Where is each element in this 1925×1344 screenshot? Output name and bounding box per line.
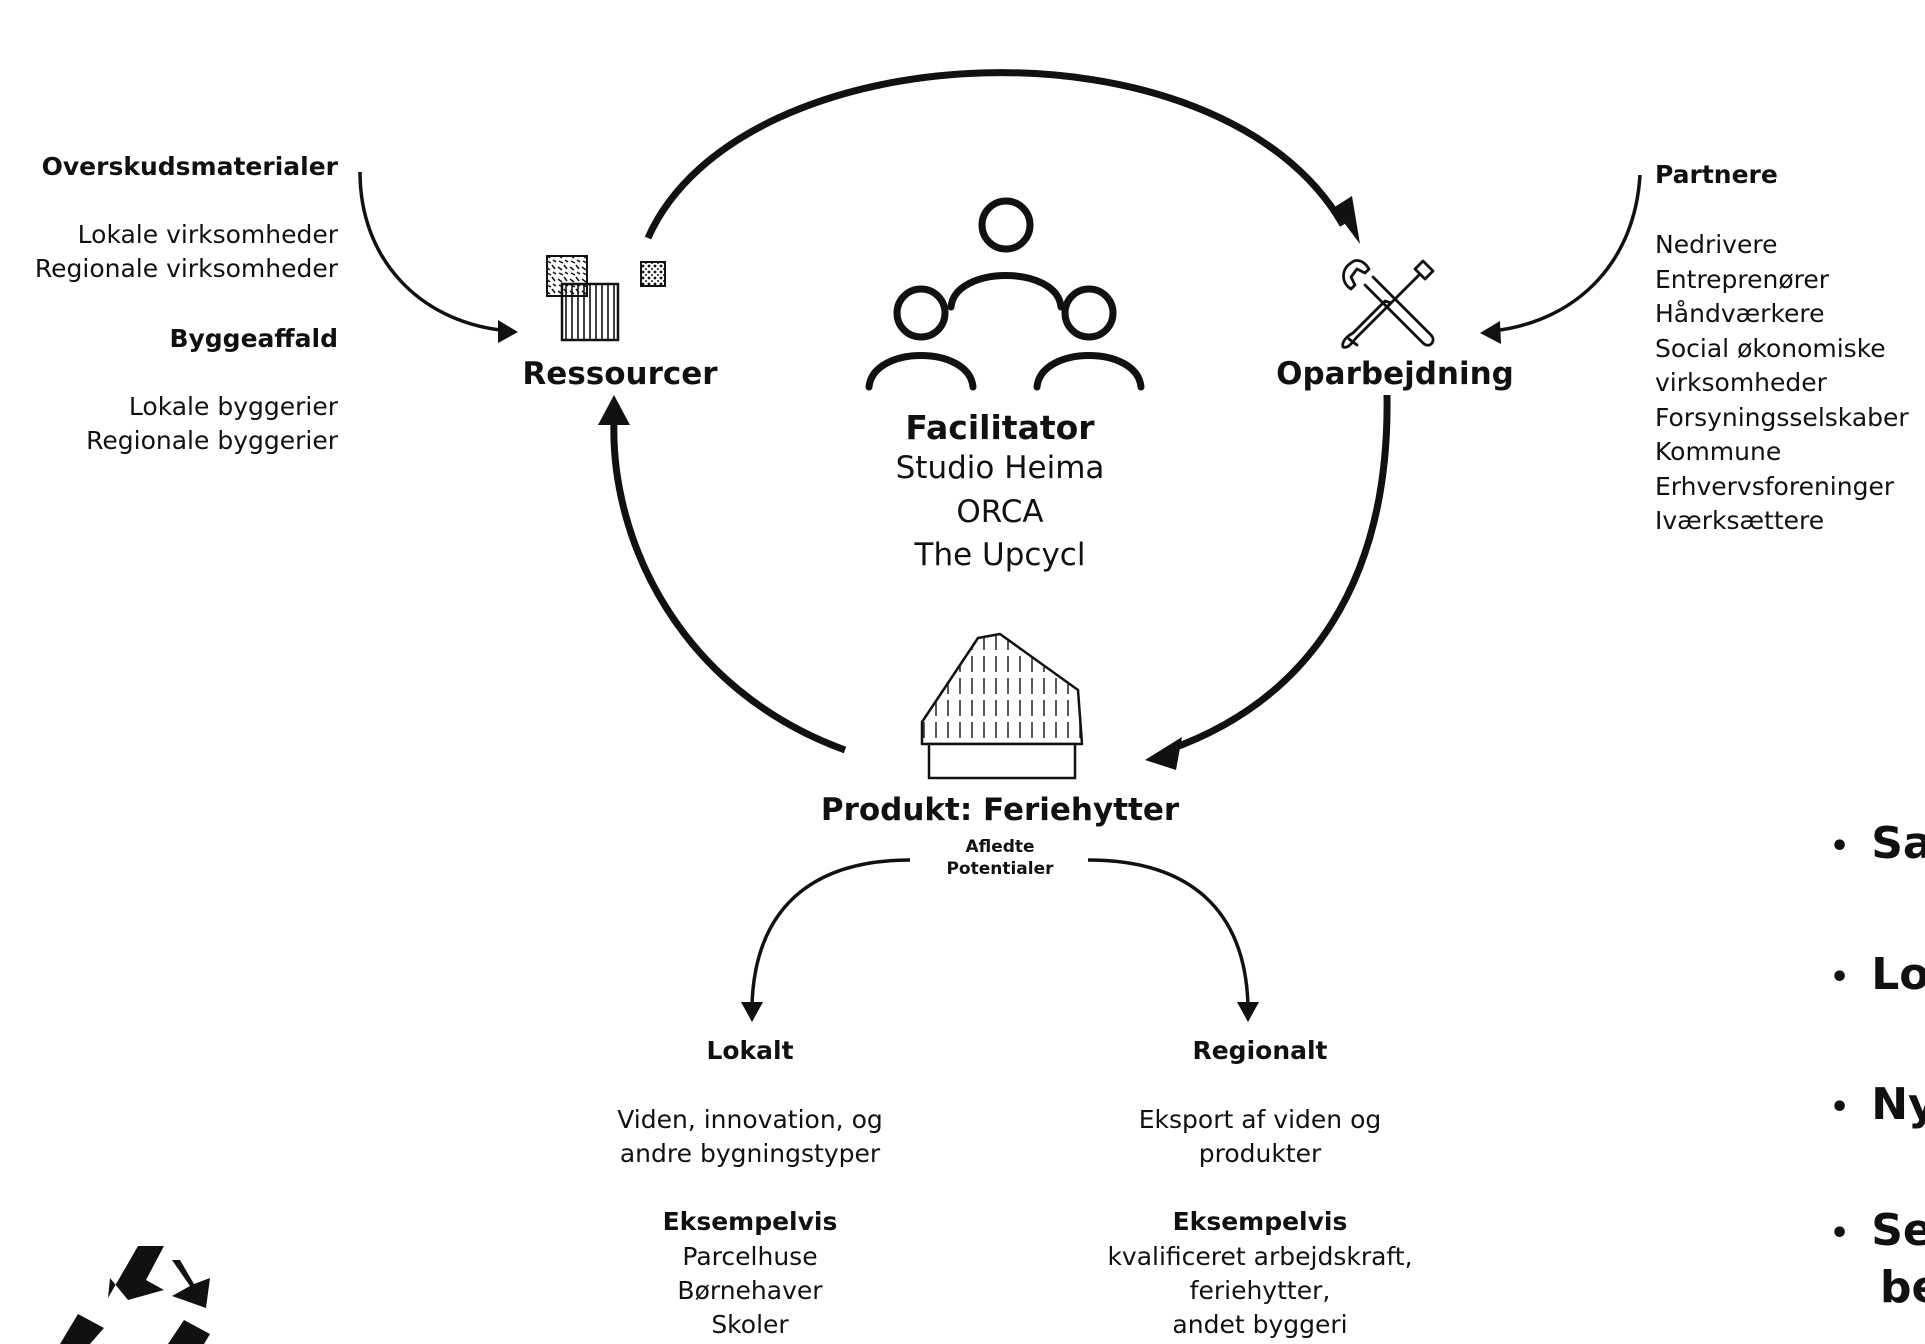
arrow-processing-to-product — [1166, 394, 1391, 754]
arrow-derived-to-local — [750, 858, 911, 1006]
partner-item: Forsyningsselskaber — [1655, 402, 1909, 432]
regional-heading: Regionalt — [1192, 1036, 1328, 1065]
bullet-item: •Ny — [1830, 1079, 1925, 1130]
surplus-heading: Overskudsmaterialer — [41, 152, 338, 181]
derived-label-2: Potentialer — [946, 859, 1054, 879]
regional-example-heading: Eksempelvis — [1172, 1207, 1348, 1236]
arrowhead-resources — [598, 395, 630, 425]
arrow-derived-to-regional — [1087, 858, 1250, 1006]
surplus-item: Regionale virksomheder — [34, 254, 338, 283]
regional-desc: Eksport af viden og — [1138, 1105, 1382, 1134]
partner-item: virksomheder — [1655, 368, 1827, 397]
regional-example: feriehytter, — [1189, 1276, 1331, 1305]
bullet-item: •Lo — [1830, 949, 1925, 1000]
arrowhead-regional — [1237, 1002, 1259, 1022]
bullet-text: Se — [1871, 1205, 1925, 1256]
arrowhead-processing — [1333, 196, 1360, 244]
bullet-text: Ny — [1871, 1079, 1925, 1130]
partner-item: Nedrivere — [1655, 230, 1778, 259]
facilitator-heading: Facilitator — [905, 408, 1095, 447]
node-resources: Ressourcer — [522, 356, 718, 392]
partner-item: Entreprenører — [1655, 264, 1830, 294]
arrow-product-to-resources — [610, 419, 847, 754]
regional-example: kvalificeret arbejdskraft, — [1107, 1242, 1413, 1271]
arrow-resources-to-processing — [644, 69, 1347, 240]
bullet-continuation: be — [1880, 1262, 1925, 1313]
local-example: Skoler — [711, 1310, 789, 1339]
people-group-icon — [865, 197, 1145, 391]
local-example-heading: Eksempelvis — [662, 1207, 838, 1236]
surplus-item: Lokale virksomheder — [77, 220, 338, 249]
local-desc: Viden, innovation, og — [617, 1105, 883, 1134]
facilitator-name: ORCA — [956, 494, 1044, 530]
waste-item: Lokale byggerier — [128, 392, 338, 421]
waste-item: Regionale byggerier — [86, 426, 338, 455]
derived-label-1: Afledte — [965, 837, 1035, 857]
node-processing: Oparbejdning — [1276, 356, 1514, 392]
local-example: Parcelhuse — [682, 1242, 818, 1271]
waste-heading: Byggeaffald — [169, 324, 338, 353]
regional-example: andet byggeri — [1172, 1310, 1348, 1339]
partner-item: Kommune — [1655, 437, 1782, 466]
partner-item: Iværksættere — [1655, 506, 1825, 535]
bullet-item: •Se — [1830, 1205, 1925, 1256]
recycle-icon — [60, 1246, 210, 1344]
arrow-partners-to-processing — [1499, 174, 1642, 332]
arrow-input-to-resources — [358, 171, 501, 332]
material-samples-icon — [546, 255, 666, 342]
partner-item: Håndværkere — [1655, 299, 1825, 328]
bullet-text: Sa — [1871, 818, 1925, 869]
facilitator-name: Studio Heima — [895, 450, 1105, 486]
partners-heading: Partnere — [1655, 160, 1778, 189]
node-product: Produkt: Feriehytter — [820, 792, 1180, 828]
arrowhead-local — [741, 1002, 763, 1022]
bullet-text: Lo — [1871, 949, 1925, 1000]
local-example: Børnehaver — [677, 1276, 823, 1305]
partner-item: Social økonomiske — [1655, 333, 1886, 363]
cabin-icon — [920, 632, 1084, 780]
local-heading: Lokalt — [706, 1036, 794, 1065]
bullet-item: •Sa — [1830, 818, 1925, 869]
arrowhead-partners — [1480, 321, 1501, 344]
arrowhead-input — [498, 320, 518, 343]
regional-desc: produkter — [1198, 1139, 1322, 1168]
facilitator-name: The Upcycl — [914, 537, 1086, 573]
arrowhead-product — [1145, 737, 1182, 770]
partner-item: Erhvervsforeninger — [1655, 471, 1895, 501]
wrench-screwdriver-icon — [1341, 259, 1435, 349]
local-desc: andre bygningstyper — [619, 1139, 881, 1168]
